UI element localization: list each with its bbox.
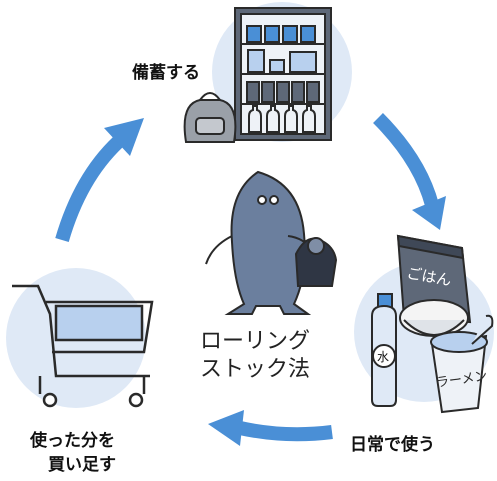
storage-shelf-icon [234,7,332,141]
cycle-arrows [55,113,446,446]
arrow-buy-to-stock [55,136,123,242]
arrow-use-to-buy [238,421,333,442]
rice-bowl-icon [399,299,469,337]
mascot-character-icon [205,170,338,315]
center-title-line2: ストック法 [200,357,310,382]
rice-pack-icon: ごはん [396,234,472,324]
buy-label-line1: 使った分を [29,430,115,451]
shopping-cart-icon [12,284,154,408]
buy-label-line2: 買い足す [48,455,116,475]
arrow-head-use-to-buy [208,410,244,446]
arrow-stock-to-use [373,113,439,207]
backpack-icon [183,92,237,143]
cup-ramen-label: ラーメン [435,369,488,391]
cup-ramen-icon: ラーメン [430,314,494,414]
stock-label: 備蓄する [132,62,200,83]
use-label: 日常で使う [350,434,435,455]
water-bottle-icon: 水 [371,293,397,407]
arrow-head-stock-to-use [412,196,446,230]
center-title-line1: ローリング [200,329,310,354]
water-bottle-label: 水 [377,350,389,364]
arrow-head-buy-to-stock [104,118,144,156]
